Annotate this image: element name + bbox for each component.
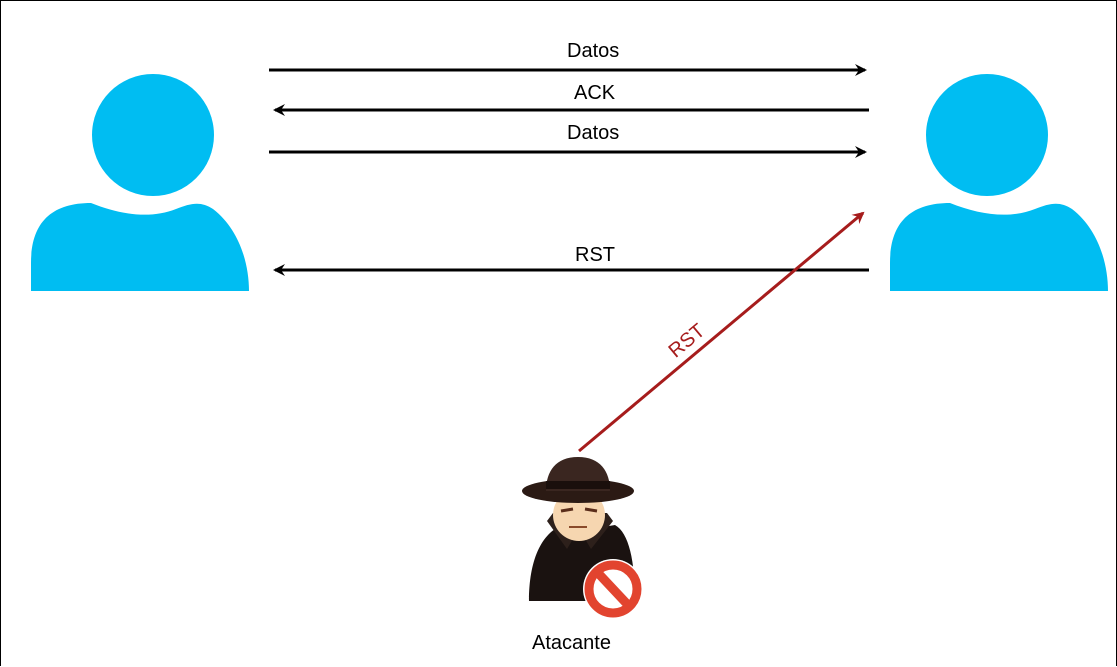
left-user-icon: [31, 74, 249, 291]
attacker-label: Atacante: [532, 632, 611, 654]
right-user-icon: [890, 74, 1108, 291]
label-ack: ACK: [574, 82, 616, 104]
label-datos-2: Datos: [567, 122, 620, 144]
label-rst: RST: [575, 244, 615, 266]
arrow-attack-rst: [578, 211, 865, 453]
prohibited-icon: [583, 559, 643, 619]
label-datos-1: Datos: [567, 40, 620, 62]
